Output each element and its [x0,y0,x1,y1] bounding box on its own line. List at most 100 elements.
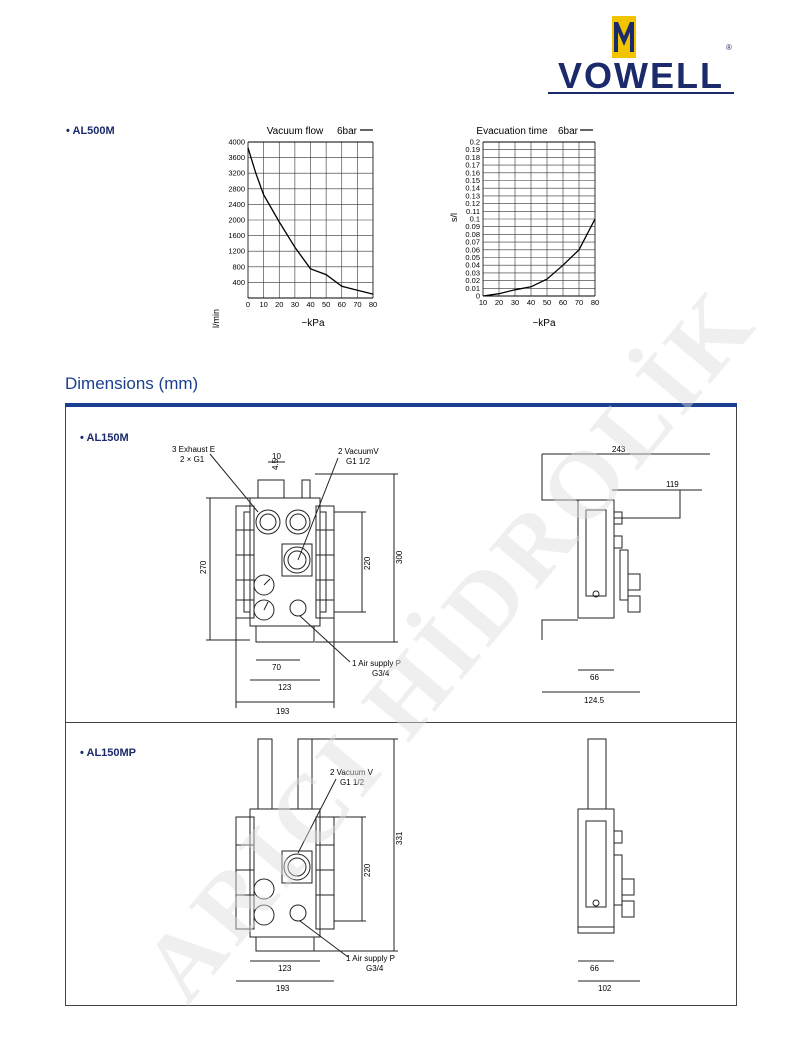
brand-name: VOWELL [558,55,724,96]
x-tick-label: 80 [591,298,599,307]
x-tick-label: 50 [322,300,330,309]
y-tick-label: 0.2 [470,138,480,147]
al150mp-label: • AL150MP [80,747,137,759]
y-tick-label: 2400 [228,200,245,209]
vacuum-flow-xlabel: −kPa [301,318,325,329]
x-tick-label: 0 [246,300,250,309]
x-tick-label: 10 [479,298,487,307]
dimensions-title: Dimensions (mm) [65,374,199,393]
vowell-logo: VOWELL ® [558,16,732,96]
dim-300: 300 [395,550,404,564]
y-tick-label: 0.14 [465,184,480,193]
air-supply-label: 1 Air supply P [352,659,401,668]
y-tick-label: 3600 [228,153,245,162]
y-tick-label: 400 [232,278,245,287]
dim-4-5: 4.5 [271,458,280,470]
evacuation-time-series-line [482,218,596,297]
evacuation-time-xlabel: −kPa [532,318,556,329]
vacuum-thread: G1 1/2 [346,457,371,466]
y-tick-label: 0.03 [465,268,480,277]
evacuation-time-title: Evacuation time [476,126,548,137]
x-tick-label: 60 [559,298,567,307]
mp-air-supply-label: 1 Air supply P [346,954,395,963]
dim-220: 220 [363,556,372,570]
al150m-label: • AL150M [80,432,129,444]
y-tick-label: 0.16 [465,168,480,177]
y-tick-label: 0.15 [465,176,480,185]
x-tick-label: 10 [259,300,267,309]
mp-dim-193: 193 [276,984,290,993]
y-tick-label: 1600 [228,231,245,240]
vacuum-flow-chart: 4000 3600 3200 2800 2400 2000 1600 1200 800 400 0… [211,126,377,329]
dim-10: 10 [272,452,281,461]
y-tick-label: 0.08 [465,230,480,239]
vacuum-flow-legend: 6bar [337,126,358,137]
dim-193: 193 [276,707,290,716]
y-tick-label: 0.09 [465,222,480,231]
side-dim-119: 119 [666,480,679,489]
mp-side-dim-102: 102 [598,984,612,993]
y-tick-label: 0.05 [465,253,480,262]
vacuum-flow-series-line [247,147,374,295]
mp-vacuum-thread: G1 1/2 [340,778,365,787]
y-tick-label: 0.04 [465,261,480,270]
mp-vacuum-label: 2 Vacuum V [330,768,374,777]
al150m-side-drawing: 243 119 66 124.5 [541,445,710,705]
dim-70: 70 [272,663,281,672]
y-tick-label: 0 [476,292,480,301]
y-tick-label: 0.1 [470,215,480,224]
dim-270: 270 [199,560,208,574]
y-tick-label: 0.18 [465,153,480,162]
model-label: • AL500M [66,125,115,137]
y-tick-label: 2000 [228,216,245,225]
mp-side-dim-66: 66 [590,964,599,973]
panel-divider [65,722,737,723]
y-tick-label: 0.02 [465,276,480,285]
y-tick-label: 0.07 [465,238,480,247]
x-tick-label: 20 [495,298,503,307]
mp-air-supply-thread: G3/4 [366,964,384,973]
x-tick-label: 50 [543,298,551,307]
y-tick-label: 0.12 [465,199,480,208]
x-tick-label: 70 [353,300,361,309]
y-tick-label: 4000 [228,138,245,147]
x-tick-label: 40 [306,300,314,309]
side-dim-66: 66 [590,673,599,682]
al150mp-side-drawing: 66 102 [577,738,640,993]
logo-m-glyph [614,22,634,52]
dimensions-rule [65,403,737,407]
dim-123: 123 [278,683,292,692]
y-tick-label: 800 [232,262,245,271]
y-tick-label: 0.11 [466,207,480,216]
exhaust-thread: 2 × G1 [180,455,205,464]
mp-dim-220: 220 [363,863,372,877]
y-tick-label: 0.01 [465,284,480,293]
x-tick-label: 30 [511,298,519,307]
evacuation-time-ylabel: s/l [449,213,459,222]
x-tick-label: 70 [575,298,583,307]
logo-rule [548,92,734,94]
y-tick-label: 1200 [228,247,245,256]
mp-dim-331: 331 [395,831,404,845]
y-tick-label: 0.06 [465,245,480,254]
exhaust-label: 3 Exhaust E [172,445,215,454]
x-tick-label: 60 [338,300,346,309]
side-dim-124-5: 124.5 [584,696,605,705]
registered-mark: ® [726,43,732,52]
al150m-front-drawing: 3 Exhaust E 2 × G1 2 VacuumV G1 1/2 10 4… [172,445,404,716]
y-tick-label: 0.19 [465,145,480,154]
vacuum-flow-ylabel: l/min [211,309,221,328]
side-dim-243: 243 [612,445,626,454]
evacuation-time-chart: 0.20.190.180.170.160.150.140.130.120.110… [449,126,599,329]
x-tick-label: 30 [291,300,299,309]
x-tick-label: 80 [369,300,377,309]
y-tick-label: 2800 [228,184,245,193]
vacuum-flow-title: Vacuum flow [267,126,324,137]
y-tick-label: 3200 [228,169,245,178]
x-tick-label: 20 [275,300,283,309]
y-tick-label: 0.17 [465,161,480,170]
vacuum-label: 2 VacuumV [338,447,379,456]
dimensions-panel [65,407,737,1006]
evacuation-time-legend: 6bar [558,126,579,137]
x-tick-label: 40 [527,298,535,307]
